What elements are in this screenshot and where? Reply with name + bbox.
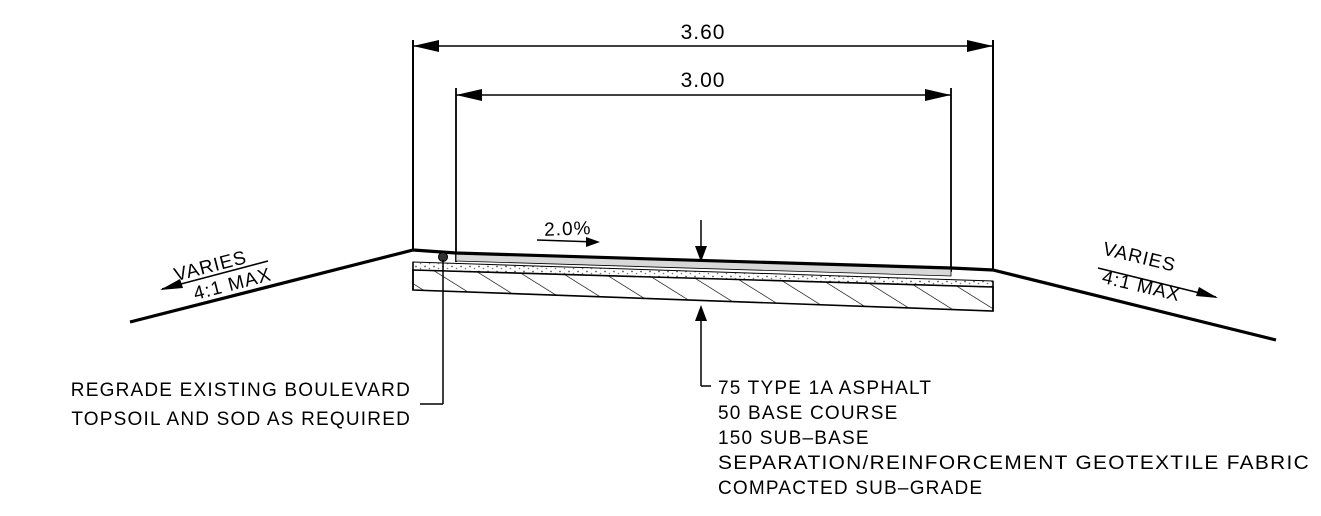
boulevard-note: REGRADE EXISTING BOULEVARD TOPSOIL AND S… — [71, 380, 411, 430]
thickness-arrow-bottom-head — [695, 305, 707, 321]
overall-width-label: 3.60 — [681, 21, 726, 44]
thickness-arrow-top-head — [695, 246, 707, 262]
inner-width-label: 3.00 — [681, 69, 726, 92]
thickness-callout — [695, 220, 711, 387]
right-slope-arrowhead — [1196, 287, 1218, 298]
pavement-structure-line: COMPACTED SUB–GRADE — [718, 478, 983, 499]
boulevard-leader — [420, 252, 448, 405]
left-side-slope: VARIES 4:1 MAX — [129, 247, 414, 324]
arrowhead-left — [413, 40, 439, 52]
cross-slope-indicator: 2.0% — [536, 218, 600, 247]
pavement-structure-line: 75 TYPE 1A ASPHALT — [718, 378, 932, 399]
pavement-structure-line: SEPARATION/REINFORCEMENT GEOTEXTILE FABR… — [718, 453, 1310, 474]
pavement-section — [412, 248, 994, 312]
boulevard-note-line-1: REGRADE EXISTING BOULEVARD — [71, 380, 411, 401]
right-slope-arrow-shaft — [1097, 267, 1217, 298]
dimension-overall: 3.60 — [412, 21, 994, 270]
pavement-structure-line: 50 BASE COURSE — [718, 403, 898, 424]
boulevard-note-line-2: TOPSOIL AND SOD AS REQUIRED — [71, 409, 411, 430]
pavement-structure-note: 75 TYPE 1A ASPHALT 50 BASE COURSE 150 SU… — [718, 378, 1310, 499]
right-side-slope: VARIES 4:1 MAX — [992, 239, 1277, 342]
dimension-inner: 3.00 — [455, 69, 952, 272]
left-slope-ground-line — [129, 248, 414, 324]
arrowhead-left — [456, 89, 482, 101]
pavement-structure-line: 150 SUB–BASE — [718, 428, 870, 449]
cross-slope-arrowhead — [586, 237, 600, 247]
arrowhead-right — [925, 89, 951, 101]
cross-slope-label: 2.0% — [544, 218, 592, 241]
finished-surface-line — [412, 248, 994, 272]
right-slope-ground-line — [992, 268, 1277, 342]
arrowhead-right — [967, 40, 993, 52]
left-slope-arrowhead — [160, 279, 183, 290]
